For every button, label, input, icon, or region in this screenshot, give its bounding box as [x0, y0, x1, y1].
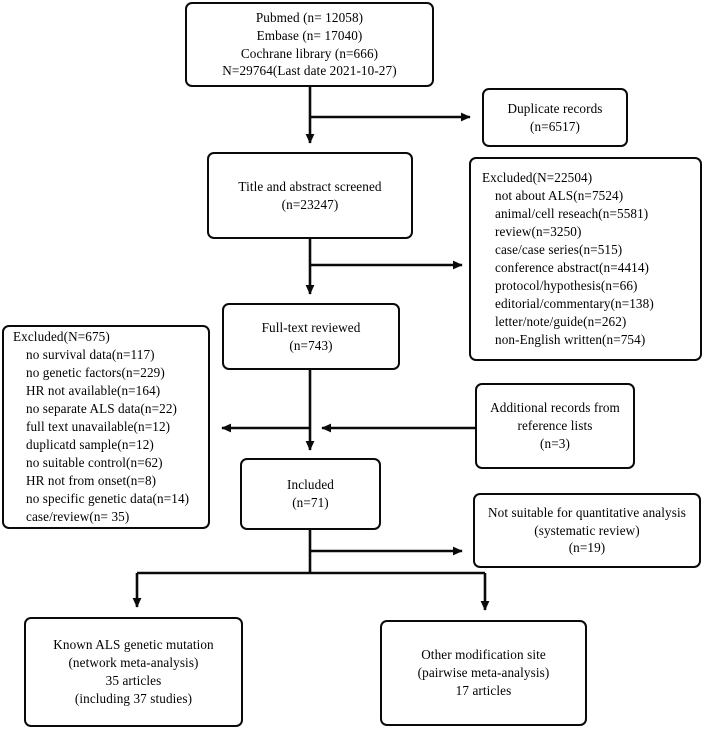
additional-records-line-3: (n=3): [540, 435, 570, 451]
full-text-reviewed-box: Full-text reviewed (n=743): [222, 303, 400, 370]
excluded-screening-line-7: protocol/hypothesis(n=66): [495, 277, 638, 293]
excluded-screening-line-4: review(n=3250): [495, 224, 582, 240]
known-als-genetic-mutation-box: Known ALS genetic mutation (network meta…: [24, 617, 243, 727]
known-mutation-line-3: 35 articles: [105, 673, 162, 688]
other-site-line-2: (pairwise meta-analysis): [417, 665, 550, 681]
included-box: Included (n=71): [240, 458, 381, 530]
not-suitable-line-3: (n=19): [568, 540, 606, 556]
title-abstract-screened-box: Title and abstract screened (n=23247): [207, 152, 413, 239]
known-mutation-line-1: Known ALS genetic mutation: [53, 637, 214, 653]
database-search-line-3: Cochrane library (n=666): [240, 45, 379, 61]
excluded-fulltext-line-10: no specific genetic data(n=14): [26, 490, 190, 506]
excluded-fulltext-line-2: no survival data(n=117): [26, 347, 155, 363]
not-suitable-quantitative-box: Not suitable for quantitative analysis (…: [473, 493, 701, 568]
duplicate-records-line-1: Duplicate records: [507, 100, 603, 116]
excluded-fulltext-line-1: Excluded(N=675): [13, 329, 110, 345]
database-search-line-2: Embase (n= 17040): [256, 27, 363, 43]
known-mutation-line-4: (including 37 studies): [74, 690, 193, 706]
database-search-line-1: Pubmed (n= 12058): [255, 9, 364, 25]
excluded-screening-line-1: Excluded(N=22504): [482, 170, 593, 186]
other-modification-site-box: Other modification site (pairwise meta-a…: [380, 620, 587, 726]
excluded-fulltext-line-5: no separate ALS data(n=22): [26, 401, 178, 417]
excluded-fulltext-box: Excluded(N=675) no survival data(n=117) …: [2, 325, 210, 529]
excluded-screening-line-9: letter/note/guide(n=262): [495, 313, 627, 329]
database-search-line-4: N=29764(Last date 2021-10-27): [222, 63, 397, 79]
title-abstract-line-1: Title and abstract screened: [238, 178, 382, 194]
additional-records-line-1: Additional records from: [490, 400, 620, 416]
full-text-line-1: Full-text reviewed: [261, 319, 361, 335]
excluded-fulltext-line-6: full text unavailable(n=12): [26, 419, 171, 435]
excluded-fulltext-line-9: HR not from onset(n=8): [26, 472, 157, 488]
excluded-screening-box: Excluded(N=22504) not about ALS(n=7524) …: [469, 157, 702, 361]
database-search-box: Pubmed (n= 12058) Embase (n= 17040) Coch…: [185, 2, 434, 87]
excluded-screening-line-6: conference abstract(n=4414): [495, 260, 650, 275]
excluded-screening-line-3: animal/cell reseach(n=5581): [495, 206, 649, 222]
additional-records-box: Additional records from reference lists …: [475, 383, 635, 469]
excluded-screening-line-8: editorial/commentary(n=138): [495, 295, 654, 311]
excluded-screening-line-2: not about ALS(n=7524): [495, 188, 624, 204]
excluded-fulltext-line-7: duplicatd sample(n=12): [26, 436, 154, 452]
not-suitable-line-1: Not suitable for quantitative analysis: [488, 504, 686, 520]
excluded-screening-line-5: case/case series(n=515): [495, 242, 623, 258]
excluded-fulltext-line-3: no genetic factors(n=229): [26, 365, 165, 381]
title-abstract-line-2: (n=23247): [281, 196, 339, 212]
duplicate-records-line-2: (n=6517): [530, 118, 580, 134]
included-line-2: (n=71): [292, 495, 329, 510]
excluded-fulltext-line-8: no suitable control(n=62): [26, 454, 163, 470]
known-mutation-line-2: (network meta-analysis): [68, 655, 199, 671]
full-text-line-2: (n=743): [289, 337, 333, 353]
excluded-screening-line-10: non-English written(n=754): [495, 331, 646, 347]
not-suitable-line-2: (systematic review): [534, 522, 640, 538]
other-site-line-1: Other modification site: [421, 647, 546, 663]
excluded-fulltext-line-11: case/review(n= 35): [26, 508, 130, 524]
additional-records-line-2: reference lists: [517, 418, 593, 434]
other-site-line-3: 17 articles: [455, 682, 512, 698]
excluded-fulltext-line-4: HR not available(n=164): [26, 383, 161, 399]
included-line-1: Included: [287, 477, 334, 493]
duplicate-records-box: Duplicate records (n=6517): [482, 88, 628, 147]
